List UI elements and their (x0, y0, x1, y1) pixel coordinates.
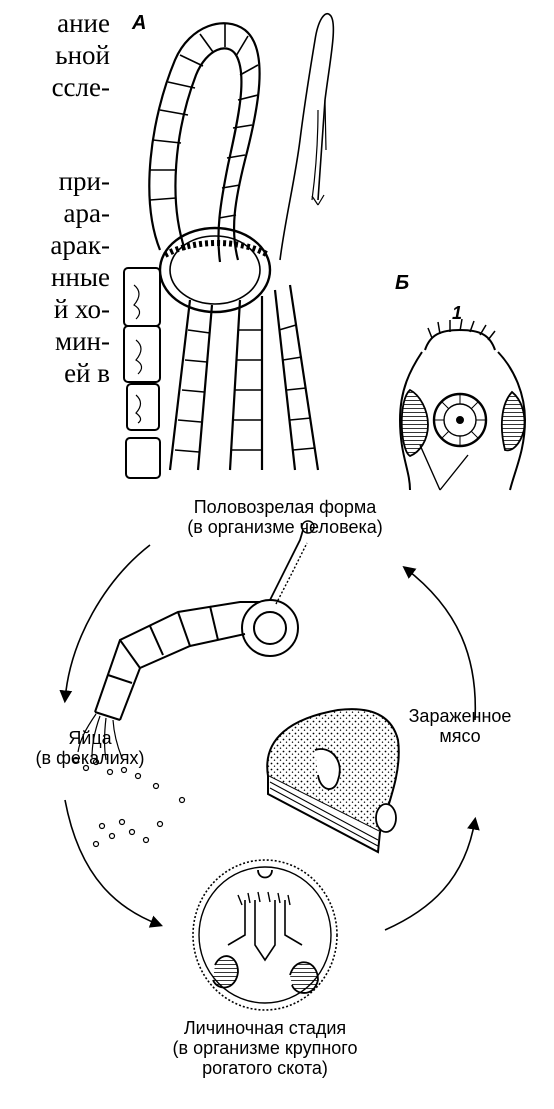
caption-line: мясо (400, 726, 520, 746)
adult-tapeworm-drawing (124, 14, 333, 478)
larval-stage-caption: Личиночная стадия (в организме крупного … (130, 1018, 400, 1078)
caption-line: (в фекалиях) (0, 748, 180, 768)
scolex-marker-label: 1 (452, 303, 462, 324)
adult-form-caption: Половозрелая форма (в организме человека… (150, 497, 420, 537)
caption-line: (в организме человека) (150, 517, 420, 537)
cycle-adult-worm (78, 521, 314, 760)
eggs-caption: Яйца (в фекалиях) (0, 728, 180, 768)
panel-a-label: А (132, 12, 146, 35)
eggs-dots (74, 758, 185, 847)
caption-line: Яйца (0, 728, 180, 748)
caption-line: Половозрелая форма (150, 497, 420, 517)
infected-meat-drawing (267, 709, 399, 852)
caption-line: Личиночная стадия (130, 1018, 400, 1038)
cysticercus-drawing (193, 860, 337, 1010)
scolex-drawing (400, 319, 525, 490)
caption-line: (в организме крупного (130, 1038, 400, 1058)
caption-line: Зараженное (400, 706, 520, 726)
infected-meat-caption: Зараженное мясо (400, 706, 520, 746)
caption-line: рогатого скота) (130, 1058, 400, 1078)
panel-b-label: Б (395, 272, 409, 295)
